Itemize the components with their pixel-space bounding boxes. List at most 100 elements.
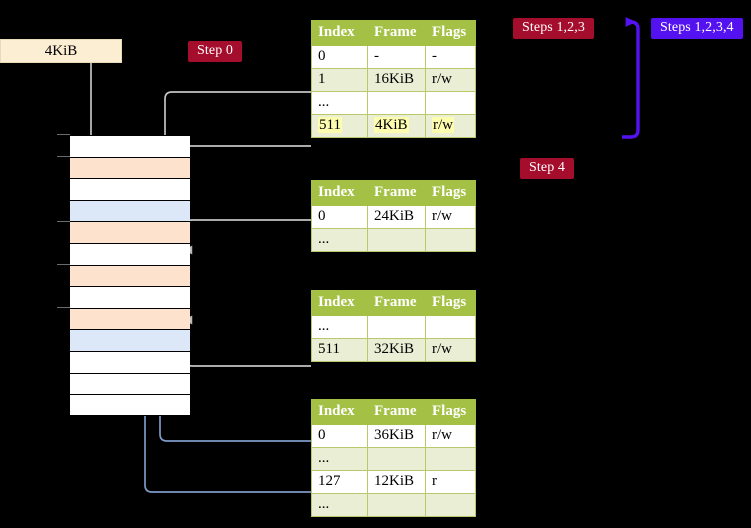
table-row[interactable]: 511 4KiB r/w <box>311 114 476 138</box>
table-row[interactable]: ... <box>311 493 476 517</box>
cell-frame: 12KiB <box>367 470 426 494</box>
cell-index: 511 <box>311 114 368 138</box>
cell-index: ... <box>311 315 368 339</box>
cell-index: ... <box>311 91 368 115</box>
memory-row-tick <box>57 307 70 309</box>
cell-index: ... <box>311 447 368 471</box>
cell-flags: r/w <box>425 424 476 448</box>
cell-index: 127 <box>311 470 368 494</box>
table-row[interactable]: ... <box>311 91 476 115</box>
cell-frame: 4KiB <box>367 114 426 138</box>
table-row[interactable]: ... <box>311 228 476 252</box>
memory-row-tick <box>57 156 70 157</box>
column-header-flags: Flags <box>425 290 476 316</box>
cell-frame <box>367 315 426 339</box>
memory-frame-row[interactable] <box>57 134 190 157</box>
cell-flags <box>425 228 476 252</box>
badge-step-0[interactable]: Step 0 <box>188 41 242 62</box>
memory-row-tick <box>57 220 70 222</box>
cell-flags: r/w <box>425 114 476 138</box>
badge-step-4[interactable]: Step 4 <box>520 158 574 179</box>
size-label-text: 4KiB <box>44 42 78 59</box>
memory-row-tick <box>57 264 70 265</box>
highlighted-value: 511 <box>318 117 342 133</box>
cell-frame: - <box>367 45 426 69</box>
cell-flags: - <box>425 45 476 69</box>
memory-frame-row[interactable] <box>70 286 190 308</box>
physical-memory-column <box>57 134 190 416</box>
cell-index: ... <box>311 493 368 517</box>
memory-frame-row[interactable] <box>70 178 190 200</box>
column-header-flags: Flags <box>425 20 476 46</box>
cell-frame <box>367 493 426 517</box>
table-row[interactable]: 0-- <box>311 45 476 69</box>
memory-frame-row[interactable] <box>70 199 190 222</box>
column-header-index: Index <box>311 399 368 425</box>
cell-flags: r/w <box>425 68 476 92</box>
highlighted-value: 4KiB <box>374 117 409 133</box>
cell-frame: 32KiB <box>367 338 426 362</box>
column-header-index: Index <box>311 20 368 46</box>
link-t0r511-to-memory <box>177 145 311 153</box>
table-row[interactable]: ... <box>311 447 476 471</box>
highlighted-value: r/w <box>432 117 454 133</box>
cell-frame: 24KiB <box>367 205 426 229</box>
cell-index: 0 <box>311 424 368 448</box>
cell-frame <box>367 228 426 252</box>
cell-frame: 16KiB <box>367 68 426 92</box>
memory-frame-row[interactable] <box>70 243 190 265</box>
cell-flags: r/w <box>425 205 476 229</box>
memory-frame-row[interactable] <box>57 220 190 243</box>
column-header-frame: Frame <box>367 290 426 316</box>
cell-index: 511 <box>311 338 368 362</box>
column-header-index: Index <box>311 290 368 316</box>
cell-frame <box>367 91 426 115</box>
cell-flags: r <box>425 470 476 494</box>
table-row[interactable]: ... <box>311 315 476 339</box>
badge-steps-1-2-3[interactable]: Steps 1,2,3 <box>513 18 594 39</box>
steps-bracket-arrow <box>622 17 640 139</box>
memory-row-tick <box>57 134 70 136</box>
memory-frame-row[interactable] <box>70 394 190 416</box>
memory-frame-row[interactable] <box>70 372 190 395</box>
column-header-flags: Flags <box>425 399 476 425</box>
column-header-index: Index <box>311 180 368 206</box>
badge-steps-1-2-3-4[interactable]: Steps 1,2,3,4 <box>651 18 743 39</box>
cell-frame: 36KiB <box>367 424 426 448</box>
column-header-frame: Frame <box>367 20 426 46</box>
memory-frame-row[interactable] <box>57 156 190 179</box>
memory-frame-row[interactable] <box>70 351 190 373</box>
column-header-frame: Frame <box>367 180 426 206</box>
cell-index: 0 <box>311 45 368 69</box>
link-t1r0-to-memory <box>185 219 311 250</box>
cell-flags <box>425 315 476 339</box>
memory-frame-row[interactable] <box>70 329 190 351</box>
cell-index: ... <box>311 228 368 252</box>
cell-flags: r/w <box>425 338 476 362</box>
link-t2r511-to-memory <box>185 320 311 367</box>
cell-frame <box>367 447 426 471</box>
column-header-frame: Frame <box>367 399 426 425</box>
memory-frame-row[interactable] <box>57 264 190 287</box>
cell-index: 1 <box>311 68 368 92</box>
memory-frame-row[interactable] <box>57 307 190 330</box>
cell-flags <box>425 493 476 517</box>
cell-index: 0 <box>311 205 368 229</box>
column-header-flags: Flags <box>425 180 476 206</box>
cell-flags <box>425 91 476 115</box>
cell-flags <box>425 447 476 471</box>
